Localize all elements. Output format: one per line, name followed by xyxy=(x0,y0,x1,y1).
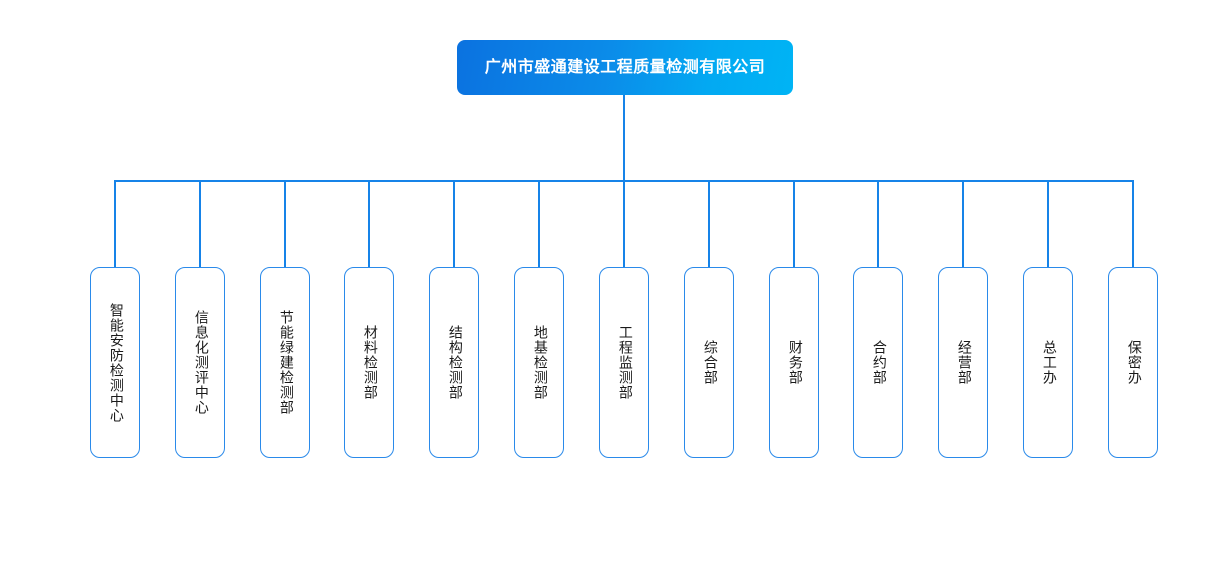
department-node[interactable]: 地基检测部 xyxy=(514,267,564,458)
connector-drop-2 xyxy=(284,180,286,268)
department-node-label: 智能安防检测中心 xyxy=(107,302,124,423)
department-node-label: 材料检测部 xyxy=(361,325,378,400)
connector-drop-6 xyxy=(623,180,625,268)
connector-root-stem xyxy=(623,95,625,182)
connector-drop-1 xyxy=(199,180,201,268)
connector-drop-4 xyxy=(453,180,455,268)
connector-drop-0 xyxy=(114,180,116,268)
department-node[interactable]: 节能绿建检测部 xyxy=(260,267,310,458)
department-node[interactable]: 工程监测部 xyxy=(599,267,649,458)
department-node[interactable]: 材料检测部 xyxy=(344,267,394,458)
connector-drop-5 xyxy=(538,180,540,268)
department-node-label: 财务部 xyxy=(786,340,803,385)
department-node[interactable]: 信息化测评中心 xyxy=(175,267,225,458)
department-node-label: 综合部 xyxy=(701,340,718,385)
root-node-label: 广州市盛通建设工程质量检测有限公司 xyxy=(484,58,766,76)
department-node-label: 保密办 xyxy=(1125,340,1142,385)
department-node-label: 工程监测部 xyxy=(616,325,633,400)
connector-drop-10 xyxy=(962,180,964,268)
department-node[interactable]: 综合部 xyxy=(684,267,734,458)
department-node[interactable]: 财务部 xyxy=(769,267,819,458)
connector-drop-11 xyxy=(1047,180,1049,268)
department-node[interactable]: 合约部 xyxy=(853,267,903,458)
department-node[interactable]: 智能安防检测中心 xyxy=(90,267,140,458)
department-node-label: 结构检测部 xyxy=(446,325,463,400)
department-node[interactable]: 保密办 xyxy=(1108,267,1158,458)
root-node-company[interactable]: 广州市盛通建设工程质量检测有限公司 xyxy=(457,40,793,95)
connector-drop-7 xyxy=(708,180,710,268)
department-node[interactable]: 总工办 xyxy=(1023,267,1073,458)
department-node-label: 地基检测部 xyxy=(531,325,548,400)
department-node-label: 节能绿建检测部 xyxy=(277,310,294,415)
department-node-label: 信息化测评中心 xyxy=(192,310,209,415)
connector-drop-3 xyxy=(368,180,370,268)
department-node-label: 合约部 xyxy=(870,340,887,385)
department-node-label: 经营部 xyxy=(955,340,972,385)
connector-drop-9 xyxy=(877,180,879,268)
department-node-label: 总工办 xyxy=(1040,340,1057,385)
connector-drop-12 xyxy=(1132,180,1134,268)
department-node[interactable]: 结构检测部 xyxy=(429,267,479,458)
department-node[interactable]: 经营部 xyxy=(938,267,988,458)
connector-drop-8 xyxy=(793,180,795,268)
